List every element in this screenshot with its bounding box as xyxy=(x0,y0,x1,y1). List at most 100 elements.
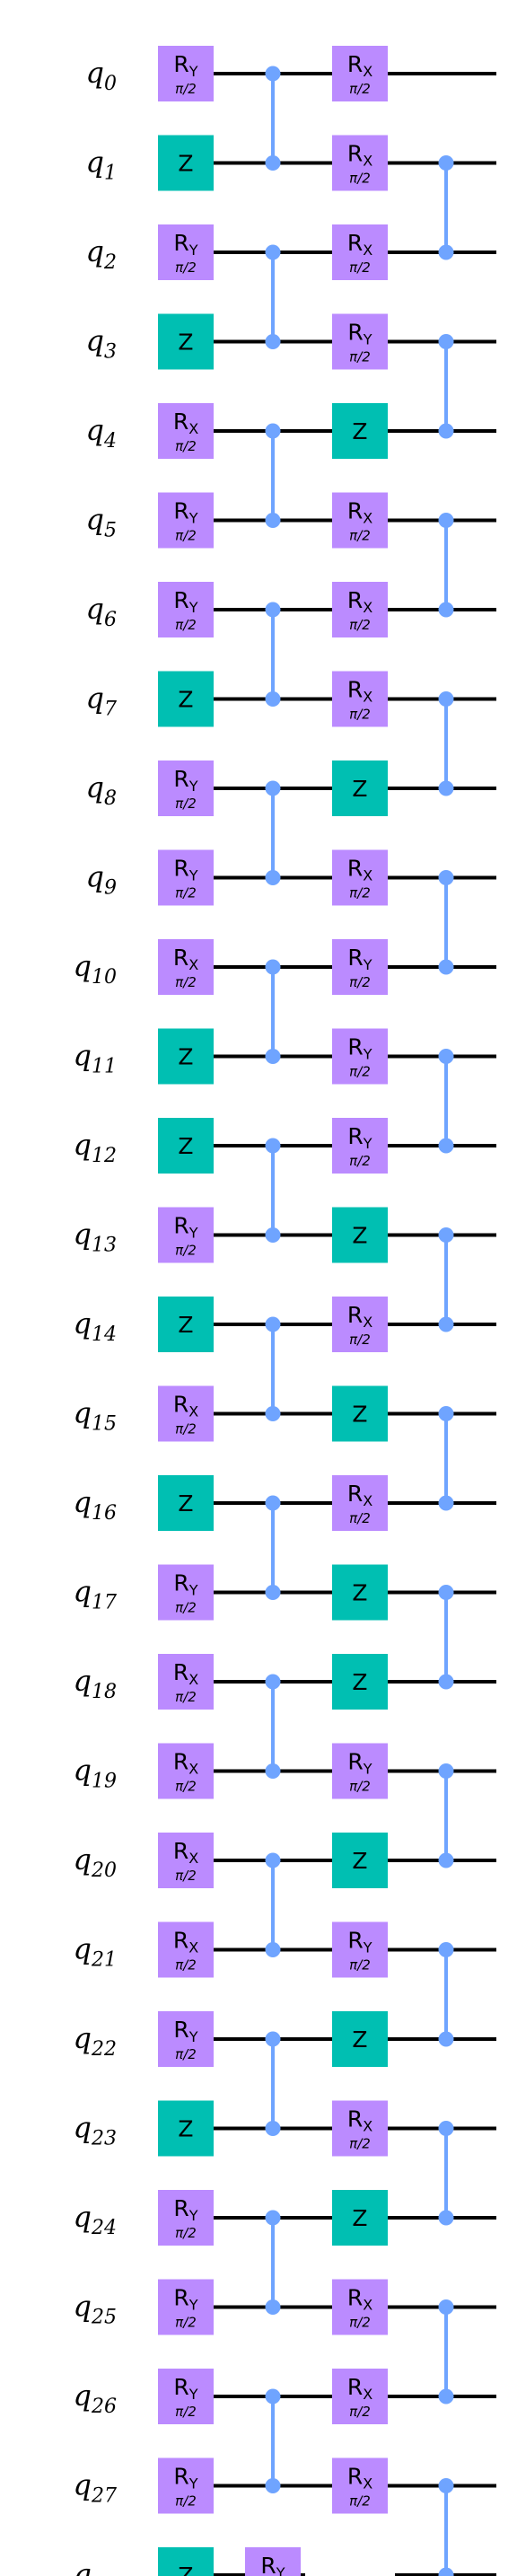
gate-parameter: π/2 xyxy=(175,2225,197,2241)
cz-control-dot xyxy=(265,602,281,618)
qubit-label-base: q xyxy=(74,2021,92,2055)
gate-label: Z xyxy=(352,1223,367,1249)
controlled-z-gate xyxy=(265,1316,281,1421)
rx-gate: RXπ/2 xyxy=(158,939,214,995)
controlled-z-gate xyxy=(265,1138,281,1243)
controlled-z-gate xyxy=(438,691,454,796)
gate-parameter: π/2 xyxy=(349,1510,371,1526)
gate-box xyxy=(332,1297,388,1352)
gate-label: Z xyxy=(352,2205,367,2231)
gate-box xyxy=(332,2369,388,2424)
gate-label-base: R xyxy=(173,2195,188,2221)
gate-label-axis: Y xyxy=(363,1135,372,1152)
qubit-label-base: q xyxy=(74,2111,92,2145)
gate-label: RY xyxy=(347,1123,372,1152)
ry-gate: RYπ/2 xyxy=(332,1028,388,1085)
qubit-label: q7 xyxy=(86,681,117,721)
gate-label-axis: X xyxy=(188,1761,198,1778)
qubit-label-base: q xyxy=(74,1754,92,1788)
qubit-label-base: q xyxy=(86,770,104,804)
qubit-label: q9 xyxy=(86,860,117,900)
gate-box xyxy=(332,2100,388,2157)
gate-label-axis: Y xyxy=(188,2028,198,2045)
cz-control-dot xyxy=(265,334,281,349)
gate-label: Z xyxy=(178,1312,193,1338)
qubit-label-index: 3 xyxy=(104,341,117,364)
gate-box xyxy=(332,849,388,906)
gate-box xyxy=(332,939,388,995)
gate-label-axis: X xyxy=(188,1671,198,1688)
ry-gate: RYπ/2 xyxy=(332,939,388,995)
controlled-z-gate xyxy=(265,1852,281,1957)
cz-control-dot xyxy=(265,244,281,260)
gate-label: RY xyxy=(173,1570,197,1599)
gate-label-axis: X xyxy=(188,956,198,973)
ry-gate: RYπ/2 xyxy=(158,224,214,280)
rx-gate: RXπ/2 xyxy=(332,849,388,906)
gate-label-base: R xyxy=(347,141,363,167)
cz-control-dot xyxy=(438,602,454,618)
controlled-z-gate xyxy=(438,2478,454,2576)
gate-label: RY xyxy=(173,51,197,80)
gate-label: RX xyxy=(173,1392,198,1420)
gate-box xyxy=(332,760,388,816)
qubit-label-base: q xyxy=(86,413,104,447)
rx-gate: RXπ/2 xyxy=(332,2369,388,2424)
rx-gate: RXπ/2 xyxy=(332,1475,388,1531)
qubit-label-index: 11 xyxy=(92,1056,117,1078)
rx-gate: RXπ/2 xyxy=(158,1921,214,1978)
cz-control-dot xyxy=(265,1852,281,1868)
gate-label: RX xyxy=(347,498,372,527)
gate-parameter: π/2 xyxy=(175,885,197,901)
ry-gate: RYπ/2 xyxy=(158,46,214,101)
gate-label-base: R xyxy=(347,2464,363,2490)
cz-control-dot xyxy=(438,959,454,975)
gate-box xyxy=(158,1564,214,1621)
gate-label-base: R xyxy=(173,856,188,882)
qubit-label-index: 14 xyxy=(92,1323,117,1346)
gate-box xyxy=(158,1207,214,1263)
gate-parameter: π/2 xyxy=(175,1243,197,1259)
ry-gate: RYπ/2 xyxy=(158,2457,214,2514)
qubit-label-index: 5 xyxy=(104,520,117,542)
cz-control-dot xyxy=(438,1942,454,1957)
cz-control-dot xyxy=(265,513,281,528)
gate-box xyxy=(158,1118,214,1174)
rx-gate: RXπ/2 xyxy=(158,1833,214,1888)
controlled-z-gate xyxy=(265,1495,281,1600)
qubit-label-base: q xyxy=(86,56,104,90)
gate-label: RX xyxy=(347,51,372,80)
gate-label: Z xyxy=(352,2027,367,2053)
gate-label-base: R xyxy=(173,2285,188,2311)
z-gate: Z xyxy=(158,2100,214,2157)
gate-label-axis: Y xyxy=(363,1046,372,1063)
gate-label-axis: X xyxy=(363,510,372,527)
z-gate: Z xyxy=(158,313,214,370)
controlled-z-gate xyxy=(265,780,281,885)
gate-box xyxy=(158,1743,214,1799)
gate-label: RY xyxy=(173,856,197,884)
gate-label-axis: Y xyxy=(188,2297,198,2314)
z-gate: Z xyxy=(332,403,388,459)
gate-label-base: R xyxy=(173,409,188,435)
gate-box xyxy=(158,2190,214,2246)
gate-label-axis: X xyxy=(363,1314,372,1331)
gate-label-base: R xyxy=(347,1034,363,1060)
gate-label-axis: Y xyxy=(188,63,198,80)
cz-control-dot xyxy=(438,155,454,171)
gate-box xyxy=(332,1833,388,1888)
gate-label: Z xyxy=(352,1848,367,1874)
cz-control-dot xyxy=(438,1674,454,1690)
gate-box xyxy=(332,46,388,101)
gate-label-base: R xyxy=(173,498,188,524)
gate-label: Z xyxy=(352,1669,367,1695)
gate-label: RX xyxy=(347,1302,372,1331)
gate-parameter: π/2 xyxy=(175,2404,197,2420)
rx-gate: RXπ/2 xyxy=(332,46,388,101)
gate-box xyxy=(332,1385,388,1442)
z-gate: Z xyxy=(332,1207,388,1263)
qubit-label: q11 xyxy=(74,1039,117,1078)
qubit-label: q27 xyxy=(74,2468,117,2508)
qubit-label-base: q xyxy=(74,1306,92,1341)
